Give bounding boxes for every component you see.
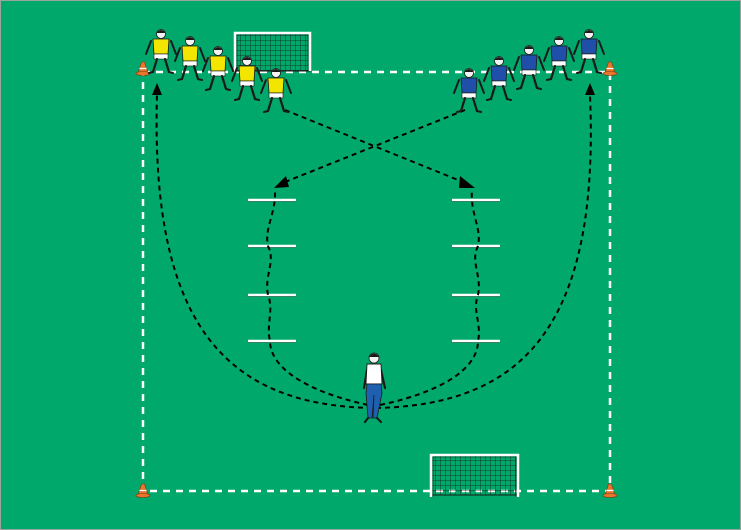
bottom-goal-icon	[431, 455, 518, 497]
